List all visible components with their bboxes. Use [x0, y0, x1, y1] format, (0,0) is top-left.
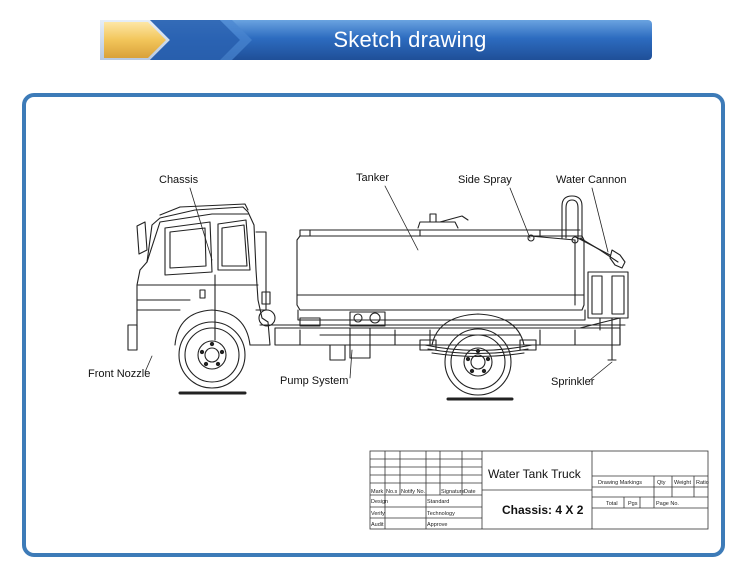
tank-body — [296, 213, 586, 321]
tb-row-verify: Verify — [371, 511, 385, 517]
tb-head-nos: No.s — [386, 489, 398, 495]
title-block — [369, 450, 709, 530]
front-wheel — [174, 309, 251, 389]
tb-head-notify: Notify No. — [401, 489, 426, 495]
label-front-nozzle: Front Nozzle — [88, 368, 151, 380]
rear-equipment — [527, 195, 629, 361]
tb-row-design: Design — [371, 499, 388, 505]
pump-system — [299, 311, 386, 361]
title-block-chassis: Chassis: 4 X 2 — [502, 503, 584, 517]
header-banner: Sketch drawing — [0, 0, 750, 85]
page-title: Sketch drawing — [333, 27, 487, 52]
label-sprinkler: Sprinkler — [551, 376, 595, 388]
banner-arrow-gold — [104, 22, 166, 58]
tb-pgs: Pgs — [628, 501, 638, 507]
tb-head-signature: Signature — [441, 489, 465, 495]
tb-approve: Approve — [427, 522, 448, 528]
tb-page-no: Page No. — [656, 501, 679, 507]
title-block-small-text: Mark Design Verify Audit No.s Notify No.… — [371, 480, 709, 528]
tb-technology: Technology — [427, 511, 455, 517]
label-chassis: Chassis — [159, 174, 199, 186]
tb-total: Total — [606, 501, 618, 507]
tb-head-date: Date — [464, 489, 476, 495]
tb-drawing-markings: Drawing Markings — [598, 480, 642, 486]
tb-row-mark: Mark — [371, 489, 383, 495]
banner-arrow-stripe — [220, 20, 252, 60]
truck-cab — [127, 203, 276, 351]
tb-ratio: Ratio — [696, 480, 709, 486]
label-tanker: Tanker — [356, 172, 390, 184]
label-water-cannon: Water Cannon — [556, 174, 627, 186]
tb-qty: Qty — [657, 480, 666, 486]
leader-lines — [144, 185, 613, 381]
tb-row-audit: Audit — [371, 522, 384, 528]
rear-wheel — [419, 313, 537, 396]
label-pump-system: Pump System — [280, 375, 349, 387]
tb-standard: Standard — [427, 499, 449, 505]
banner-graphic — [100, 20, 652, 60]
chassis-frame — [259, 317, 626, 359]
title-block-name: Water Tank Truck — [488, 467, 581, 481]
banner-arrow-blue — [150, 20, 240, 60]
label-side-spray: Side Spray — [458, 174, 512, 186]
tb-weight: Weight — [674, 480, 691, 486]
